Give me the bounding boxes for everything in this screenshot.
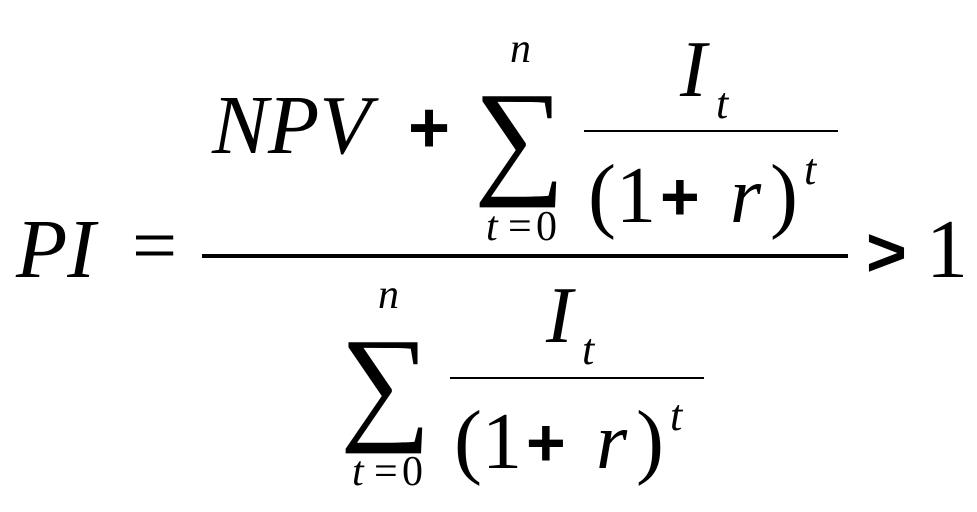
numerator-inner-den-exponent: t bbox=[804, 145, 818, 194]
denominator-sum-lower-var: t bbox=[352, 449, 365, 495]
numerator-sum-lower-var: t bbox=[486, 204, 499, 250]
greater-than-sign: > bbox=[866, 213, 907, 291]
numerator-inner-den-close: ) bbox=[770, 148, 798, 241]
denominator-inner-den-one: 1 bbox=[482, 398, 522, 486]
denominator-inner-it: I bbox=[545, 272, 576, 360]
numerator-inner-den-open: ( bbox=[588, 148, 616, 241]
numerator: NPV + n ∑ t = 0 I t ( 1 + r ) t bbox=[211, 26, 838, 250]
denominator-inner-it-subscript: t bbox=[582, 325, 596, 374]
equals-sign: = bbox=[132, 202, 177, 290]
numerator-sum-upper: n bbox=[510, 26, 531, 72]
denominator-inner-den-plus: + bbox=[526, 405, 566, 481]
denominator-inner-den-close: ) bbox=[636, 394, 664, 487]
denominator-sum-symbol: ∑ bbox=[340, 312, 431, 454]
denominator-inner-den-open: ( bbox=[454, 394, 482, 487]
denominator-inner-den-exponent: t bbox=[670, 391, 684, 440]
numerator-inner-den-one: 1 bbox=[616, 152, 656, 240]
denominator-sum-lower-eq: = bbox=[374, 449, 398, 495]
numerator-inner-den-plus: + bbox=[660, 159, 700, 235]
numerator-sum-lower-eq: = bbox=[508, 204, 532, 250]
numerator-plus: + bbox=[408, 88, 450, 168]
numerator-inner-it: I bbox=[679, 26, 710, 114]
numerator-inner-den-r: r bbox=[730, 152, 762, 240]
lhs-pi: PI bbox=[15, 203, 99, 296]
numerator-sum-lower-val: 0 bbox=[536, 204, 557, 250]
numerator-inner-it-subscript: t bbox=[716, 79, 730, 128]
npv-term: NPV bbox=[211, 79, 379, 172]
rhs-one: 1 bbox=[926, 203, 968, 296]
denominator-inner-den-r: r bbox=[596, 398, 628, 486]
denominator-sum-upper: n bbox=[378, 272, 399, 318]
denominator: n ∑ t = 0 I t ( 1 + r ) t bbox=[340, 272, 704, 495]
denominator-sum-lower-val: 0 bbox=[402, 449, 423, 495]
numerator-sum-symbol: ∑ bbox=[474, 66, 565, 208]
